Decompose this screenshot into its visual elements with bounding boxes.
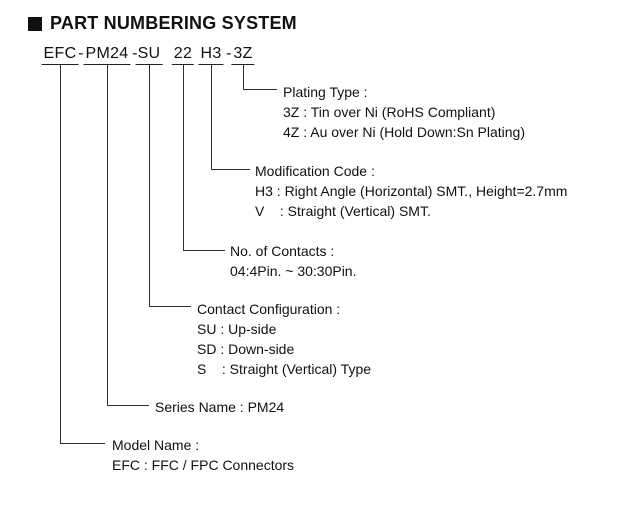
- annotation-line: EFC : FFC / FPC Connectors: [112, 457, 295, 473]
- connector-modification-horizontal: [211, 169, 250, 170]
- annotation-series-name: Series Name : PM24: [155, 397, 284, 417]
- connector-modification-vertical: [211, 65, 212, 170]
- connector-plating-horizontal: [243, 89, 277, 90]
- part-separator: -: [132, 45, 138, 62]
- annotation-heading: Series Name : PM24: [155, 399, 285, 415]
- annotation-line: 04:4Pin. ~ 30:30Pin.: [230, 263, 357, 279]
- annotation-modification-code: Modification Code : H3 : Right Angle (Ho…: [255, 161, 567, 221]
- annotation-line: 3Z : Tin over Ni (RoHS Compliant): [283, 104, 496, 120]
- annotation-line: H3 : Right Angle (Horizontal) SMT., Heig…: [255, 183, 568, 199]
- connector-contacts-vertical: [183, 65, 184, 251]
- annotation-line: SU : Up-side: [197, 321, 277, 337]
- annotation-line: SD : Down-side: [197, 341, 295, 357]
- part-segment-config: SU: [135, 46, 163, 65]
- annotation-line: 4Z : Au over Ni (Hold Down:Sn Plating): [283, 124, 525, 140]
- annotation-heading: No. of Contacts :: [230, 243, 335, 259]
- annotation-heading: Plating Type :: [283, 84, 368, 100]
- page-title: PART NUMBERING SYSTEM: [50, 13, 297, 33]
- black-square-icon: [28, 16, 42, 31]
- part-segment-contacts: 22: [171, 46, 195, 65]
- part-separator: -: [226, 45, 232, 62]
- annotation-plating-type: Plating Type : 3Z : Tin over Ni (RoHS Co…: [283, 82, 525, 142]
- annotation-model-name: Model Name : EFC : FFC / FPC Connectors: [112, 435, 294, 475]
- section-header: PART NUMBERING SYSTEM: [28, 13, 297, 34]
- connector-series-horizontal: [107, 405, 149, 406]
- connector-config-vertical: [149, 65, 150, 307]
- connector-series-vertical: [107, 65, 108, 406]
- annotation-heading: Contact Configuration :: [197, 301, 341, 317]
- annotation-contact-configuration: Contact Configuration : SU : Up-side SD …: [197, 299, 371, 379]
- part-separator: -: [78, 45, 84, 62]
- connector-config-horizontal: [149, 306, 191, 307]
- annotation-line: S : Straight (Vertical) Type: [197, 361, 372, 377]
- annotation-no-of-contacts: No. of Contacts : 04:4Pin. ~ 30:30Pin.: [230, 241, 357, 281]
- part-segment-model: EFC: [41, 46, 79, 65]
- annotation-heading: Model Name :: [112, 437, 200, 453]
- part-segment-series: PM24: [83, 46, 131, 65]
- part-segment-plating: 3Z: [231, 46, 255, 65]
- annotation-line: V : Straight (Vertical) SMT.: [255, 203, 431, 219]
- part-segment-modification: H3: [198, 46, 224, 65]
- annotation-heading: Modification Code :: [255, 163, 375, 179]
- connector-model-vertical: [60, 65, 61, 444]
- connector-contacts-horizontal: [183, 250, 225, 251]
- connector-model-horizontal: [60, 443, 105, 444]
- connector-plating-vertical: [243, 65, 244, 90]
